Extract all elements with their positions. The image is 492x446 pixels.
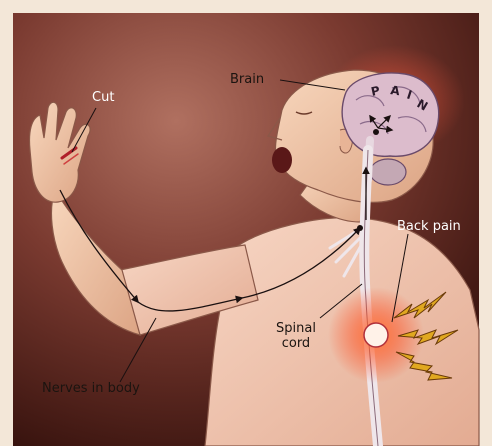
label-brain: Brain [230, 72, 264, 87]
label-spinal-line2: cord [276, 336, 316, 351]
label-nerves-in-body: Nerves in body [42, 381, 140, 396]
label-spinal-line1: Spinal [276, 321, 316, 336]
label-cut: Cut [92, 90, 114, 105]
synapse-dot [357, 225, 363, 231]
cerebellum [370, 159, 406, 185]
synapse-dot [373, 129, 379, 135]
label-back-pain: Back pain [397, 219, 461, 234]
label-spinal-cord: Spinal cord [276, 321, 316, 351]
mouth [272, 147, 292, 173]
pain-spot-core [364, 323, 388, 347]
